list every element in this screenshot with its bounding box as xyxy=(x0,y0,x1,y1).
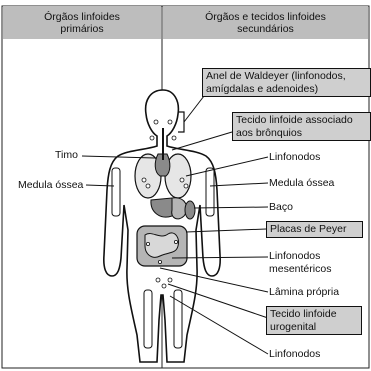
right-humerus xyxy=(206,168,214,216)
label-tecido-urogenital: Tecido linfoide urogenital xyxy=(266,306,362,335)
label-baco: Baço xyxy=(269,201,293,214)
label-placas-peyer: Placas de Peyer xyxy=(266,221,363,238)
label-linfonodos-top: Linfonodos xyxy=(269,151,320,164)
urogenital-line1: Tecido linfoide xyxy=(270,308,358,321)
bronquios-line1: Tecido linfoide associado xyxy=(236,114,367,127)
primary-header-line2: primários xyxy=(44,23,120,35)
waldeyer-bracket xyxy=(178,112,184,132)
label-lamina-propria: Lâmina própria xyxy=(269,286,339,299)
primary-organs-header: Órgãos linfoides primários xyxy=(3,6,161,39)
secondary-organs-header: Órgãos e tecidos linfoides secundários xyxy=(163,6,368,39)
primary-header-line1: Órgãos linfoides xyxy=(44,11,120,23)
label-anel-waldeyer: Anel de Waldeyer (linfonodos, amígdalas … xyxy=(202,68,371,97)
label-medula-ossea-right: Medula óssea xyxy=(269,177,334,190)
label-tecido-bronquios: Tecido linfoide associado aos brônquios xyxy=(232,112,371,141)
waldeyer-line1: Anel de Waldeyer (linfonodos, xyxy=(206,70,367,83)
urogenital-line2: urogenital xyxy=(270,321,358,334)
bronquios-line2: aos brônquios xyxy=(236,127,367,140)
left-femur xyxy=(144,290,152,348)
left-humerus xyxy=(112,168,120,216)
mesentericos-line1: Linfonodos xyxy=(269,250,331,263)
label-timo: Timo xyxy=(55,149,78,162)
secondary-header-line2: secundários xyxy=(205,23,326,35)
stomach xyxy=(172,198,187,219)
spleen xyxy=(185,201,195,219)
label-medula-ossea-left: Medula óssea xyxy=(18,179,83,192)
secondary-header-line1: Órgãos e tecidos linfoides xyxy=(205,11,326,23)
label-linfonodos-bottom: Linfonodos xyxy=(269,348,320,361)
waldeyer-line2: amígdalas e adenoides) xyxy=(206,83,367,96)
label-linfonodos-mesentericos: Linfonodos mesentéricos xyxy=(269,250,331,275)
mesentericos-line2: mesentéricos xyxy=(269,263,331,276)
